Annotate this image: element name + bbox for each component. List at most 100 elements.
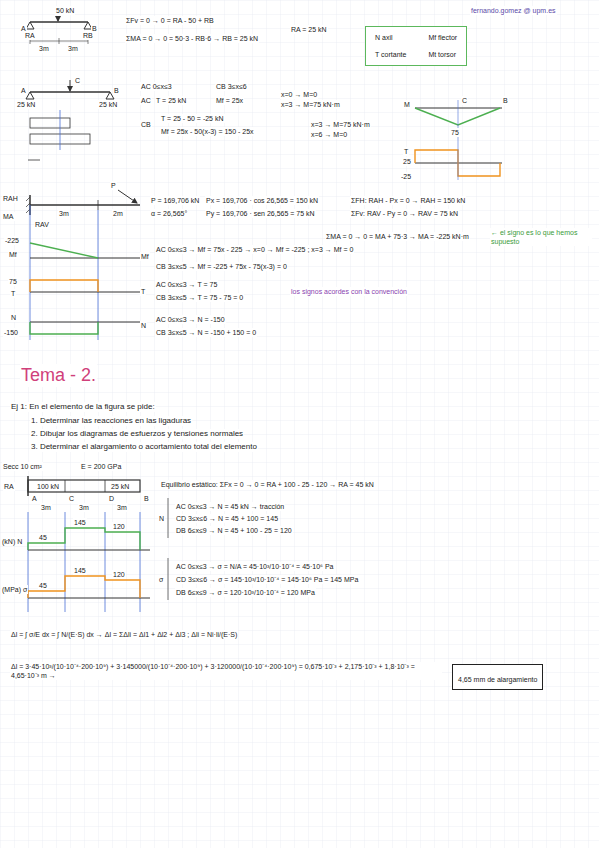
note-text: 3. Determinar el alargamiento o acortami… [30, 442, 258, 452]
note-text: α = 26,565° [150, 209, 188, 218]
note-text: P [110, 181, 117, 190]
note-text: x=6 → M=0 [310, 130, 348, 139]
note-text: -225 [4, 236, 20, 245]
box-text: N axil [375, 33, 406, 42]
note-text: ΣFH: RAH - Px = 0 → RAH = 150 kN [350, 196, 466, 205]
note-text: A [20, 86, 27, 95]
note-text: CB [140, 120, 152, 129]
note-text: AC 0≤x≤3 [140, 82, 173, 91]
note-text: ← el signo es lo que hemos supuesto [490, 228, 592, 246]
note-text: CD 3≤x≤6 → N = 45 + 100 = 145 [175, 514, 279, 523]
note-text: Equilibrio estático: ΣFx = 0 → 0 = RA + … [160, 480, 375, 489]
note-text: C [74, 76, 81, 85]
note-text: 2m [112, 209, 124, 218]
box-text: Mt torsor [428, 50, 457, 59]
note-text: RAH [2, 194, 19, 203]
note-text: Secc 10 cm² [2, 462, 43, 471]
note-text: Px = 169,706 · cos 26,565 = 150 kN [205, 196, 319, 205]
note-text: N [140, 321, 147, 330]
note-text: RA = 25 kN [290, 25, 328, 34]
note-text: DB 6≤x≤9 → σ = 120·10³/10·10⁻⁴ = 120 MPa [175, 588, 316, 597]
note-text: -150 [3, 328, 19, 337]
note-text: fernando.gomez @ upm.es [470, 6, 557, 15]
note-text: Py = 169,706 · sen 26,565 = 75 kN [205, 209, 316, 218]
note-text: 45 [38, 533, 48, 542]
note-text: 3m [116, 503, 128, 512]
note-text: Tema - 2. [20, 364, 97, 387]
note-text: 2. Dibujar los diagramas de esfuerzos y … [30, 429, 244, 439]
note-text: M [403, 100, 411, 109]
note-text: RA [24, 31, 36, 40]
note-text: CB 3≤x≤5 → Mf = -225 + 75x - 75(x-3) = 0 [155, 262, 288, 271]
note-text: 3m [40, 503, 52, 512]
note-text: T = 25 - 50 = -25 kN [160, 114, 225, 123]
note-text: AC 0≤x≤3 → N = 45 kN → tracción [175, 502, 285, 511]
note-text: T [140, 287, 146, 296]
legend-box: N axil Mf flector T cortante Mt torsor [365, 26, 467, 66]
note-text: C [461, 96, 468, 105]
note-text: P = 169,706 kN [150, 196, 200, 205]
note-text: A [31, 494, 38, 503]
note-text: CB 3≤x≤5 → T = 75 - 75 = 0 [155, 293, 244, 302]
note-text: Δl = 3·45·10³/(10·10⁻⁴·200·10⁹) + 3·1450… [10, 662, 442, 680]
note-text: 25 [402, 157, 412, 166]
note-text: 75 [450, 128, 460, 137]
note-text: Mf = 25x [215, 96, 244, 105]
note-text: D [108, 494, 115, 503]
note-text: 120 [112, 570, 126, 579]
note-text: Ej 1: En el elemento de la figura se pid… [10, 402, 156, 412]
note-text: 45 [38, 581, 48, 590]
note-text: C [68, 494, 75, 503]
note-text: AC 0≤x≤3 → T = 75 [155, 280, 218, 289]
note-text: 75 [8, 277, 18, 286]
note-text: x=3 → M=75 kN·m [310, 120, 371, 129]
note-text: 145 [73, 518, 87, 527]
note-text: T [10, 289, 16, 298]
note-text: 3m [78, 503, 90, 512]
note-text: B [143, 494, 150, 503]
note-text: 25 kN [98, 100, 118, 109]
note-text: B [113, 86, 120, 95]
result-box: 4,65 mm de alargamiento [452, 664, 543, 690]
note-text: 25 kN [110, 482, 130, 491]
note-text: N [10, 313, 17, 322]
note-text: 50 kN [55, 6, 75, 15]
note-text: CB 3≤x≤6 [215, 82, 248, 91]
note-text: 3m [58, 209, 70, 218]
note-text: Mf = 25x - 50(x-3) = 150 - 25x [160, 127, 255, 136]
box-text: 4,65 mm de alargamiento [458, 676, 537, 683]
note-text: 145 [73, 566, 87, 575]
note-text: x=3 → M=75 kN·m [280, 100, 341, 109]
note-text: ΣMA = 0 → 0 = 50·3 - RB·6 → RB = 25 kN [125, 34, 259, 43]
note-text: CB 3≤x≤5 → N = -150 + 150 = 0 [155, 328, 257, 337]
note-text: E = 200 GPa [80, 462, 122, 471]
note-text: AC [140, 96, 152, 105]
note-text: 120 [112, 522, 126, 531]
note-text: CD 3≤x≤6 → σ = 145·10³/10·10⁻⁴ = 145·10⁶… [175, 575, 359, 584]
note-text: MA [2, 212, 15, 221]
box-text: T cortante [375, 50, 406, 59]
note-text: ΣFv: RAV - Py = 0 → RAV = 75 kN [350, 209, 459, 218]
note-text: Δl = ∫ σ/E dx = ∫ N/(E·S) dx → Δl = ΣΔli… [10, 630, 238, 639]
note-text: ΣFv = 0 → 0 = RA - 50 + RB [125, 16, 215, 25]
note-text: Mf [8, 250, 18, 259]
note-text: -25 [400, 172, 412, 181]
note-text: AC 0≤x≤3 → σ = N/A = 45·10³/10·10⁻⁴ = 45… [175, 562, 334, 571]
note-text: (MPa) σ [1, 585, 28, 594]
note-text: AC 0≤x≤3 → N = -150 [155, 315, 226, 324]
note-text: T = 25 kN [155, 96, 187, 105]
note-text: 1. Determinar las reacciones en las liga… [30, 416, 192, 426]
note-text: RA [3, 482, 15, 491]
note-text: (kN) N [1, 537, 23, 546]
note-text: T [403, 147, 409, 156]
note-text: 100 kN [36, 482, 60, 491]
note-text: 3m [67, 44, 79, 53]
note-text: 25 kN [16, 100, 36, 109]
box-text: Mf flector [428, 33, 457, 42]
note-text: x=0 → M=0 [280, 90, 318, 99]
note-text: RAV [34, 220, 50, 229]
note-text: los signos acordes con la convención [290, 287, 408, 296]
note-text: Mf [140, 252, 150, 261]
note-text: N [158, 514, 165, 523]
